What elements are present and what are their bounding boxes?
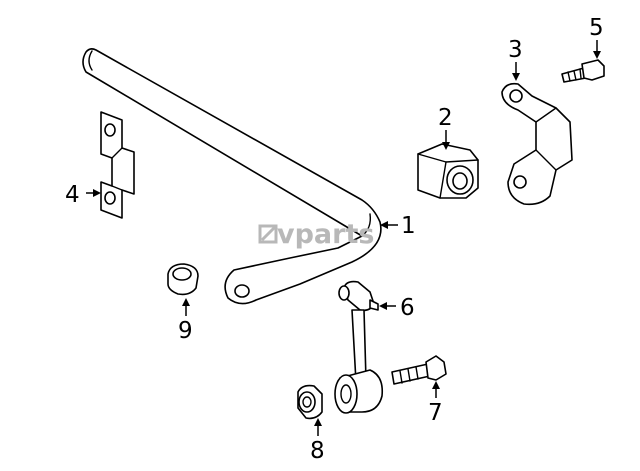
stabilizer-bar xyxy=(82,48,382,305)
bracket-bolt xyxy=(561,59,605,83)
mounting-bracket xyxy=(100,111,135,219)
callout-8: 8 xyxy=(310,438,325,464)
watermark-logo-icon xyxy=(258,224,278,244)
callout-2: 2 xyxy=(438,105,453,131)
callout-9: 9 xyxy=(178,318,193,344)
flange-nut-upper xyxy=(167,263,199,296)
stabilizer-bushing xyxy=(417,143,479,199)
callout-5: 5 xyxy=(589,15,604,41)
stabilizer-link xyxy=(334,280,384,414)
callout-4: 4 xyxy=(65,182,80,208)
flange-nut-lower xyxy=(297,384,323,420)
link-bolt xyxy=(391,355,447,385)
callout-7: 7 xyxy=(428,400,443,426)
callout-1: 1 xyxy=(401,213,416,239)
callout-3: 3 xyxy=(508,37,523,63)
watermark-text: vparts xyxy=(277,219,374,250)
bushing-bracket xyxy=(501,82,573,206)
watermark: vparts xyxy=(258,219,374,250)
callout-6: 6 xyxy=(400,295,415,321)
callout-arrows xyxy=(86,40,601,436)
